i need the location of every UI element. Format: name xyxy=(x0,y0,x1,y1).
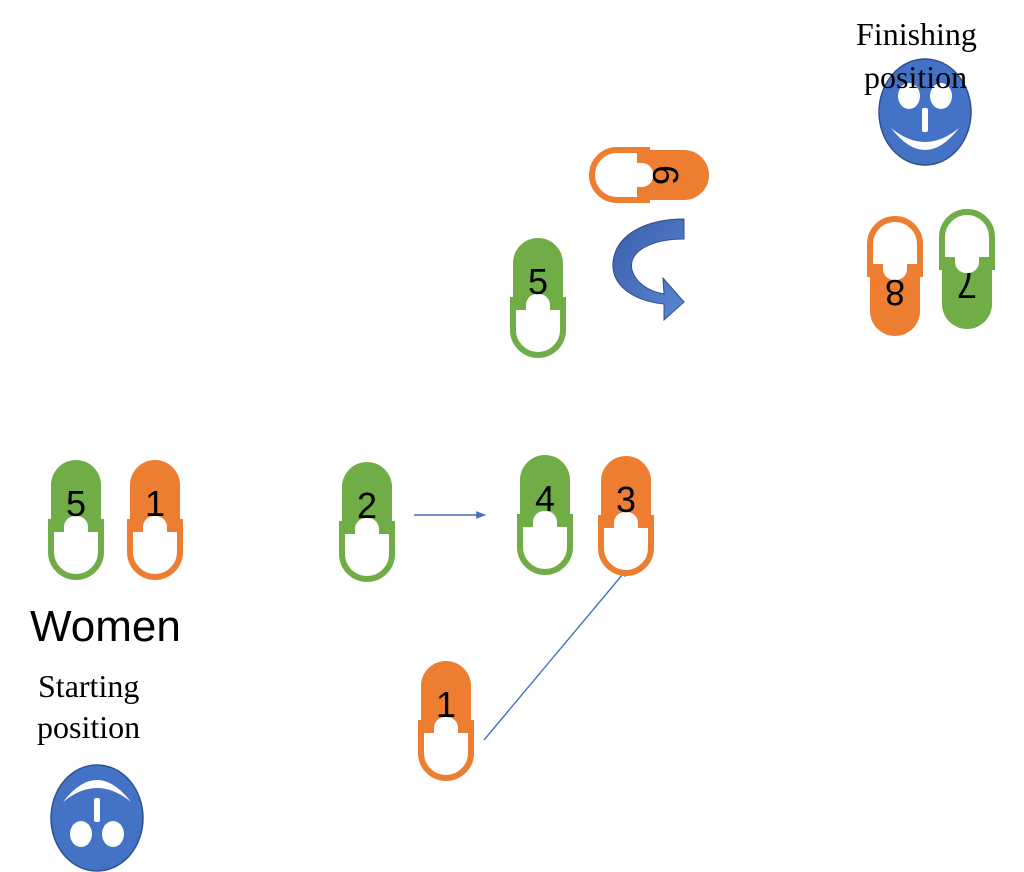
footprint-sole xyxy=(513,238,563,310)
finishing-label-line1: Finishing xyxy=(856,16,977,52)
footprint-instep xyxy=(623,163,653,187)
footprint-number: 8 xyxy=(885,272,905,313)
footprint-number: 7 xyxy=(957,265,977,306)
footprint-step-8: 8 xyxy=(867,216,923,336)
footprint-sole xyxy=(421,661,471,733)
footprint-number: 5 xyxy=(66,483,86,524)
footprint-instep xyxy=(64,516,88,546)
footprint-heel xyxy=(598,515,654,576)
footprint-sole xyxy=(342,462,392,534)
footprint-heel xyxy=(510,297,566,358)
footprint-start-left: 5 xyxy=(48,460,104,580)
footprint-instep xyxy=(614,512,638,542)
footprint-number: 2 xyxy=(357,485,377,526)
footprint-sole xyxy=(51,460,101,532)
finishing-face-icon xyxy=(878,58,972,166)
footprint-step-2: 2 xyxy=(339,462,395,582)
footprint-number: 1 xyxy=(145,483,165,524)
footprint-instep xyxy=(143,516,167,546)
footprint-heel xyxy=(339,521,395,582)
footprint-instep xyxy=(533,511,557,541)
footprint-instep xyxy=(883,250,907,280)
footprint-instep xyxy=(355,518,379,548)
footprint-sole xyxy=(601,456,651,528)
footprint-step-3: 3 xyxy=(598,456,654,576)
footprint-number: 4 xyxy=(535,478,555,519)
footprint-heel xyxy=(867,216,923,277)
footprint-heel xyxy=(418,720,474,781)
footprint-instep xyxy=(955,243,979,273)
footprint-sole xyxy=(870,264,920,336)
footprint-heel xyxy=(589,147,650,203)
step-arrow-1-to-3 xyxy=(483,567,629,741)
starting-face-icon xyxy=(50,764,144,872)
footprint-heel xyxy=(127,519,183,580)
footprint-sole xyxy=(942,257,992,329)
footprint-heel xyxy=(48,519,104,580)
women-label: Women xyxy=(30,602,181,651)
footprint-instep xyxy=(434,717,458,747)
footprint-number: 1 xyxy=(436,684,456,725)
footprint-heel xyxy=(939,209,995,270)
curved-turn-arrow-icon xyxy=(612,218,685,322)
footprint-heel xyxy=(517,514,573,575)
footprint-sole xyxy=(637,150,709,200)
footprint-start-right: 1 xyxy=(127,460,183,580)
starting-label-line2: position xyxy=(37,709,141,745)
footprint-step-1: 1 xyxy=(418,661,474,781)
footprint-step-6: 6 xyxy=(589,147,709,203)
finishing-label-line2: position xyxy=(864,59,968,95)
footprint-number: 6 xyxy=(645,165,686,185)
footprint-number: 3 xyxy=(616,479,636,520)
footprint-number: 5 xyxy=(528,261,548,302)
footprint-instep xyxy=(526,294,550,324)
starting-label-line1: Starting xyxy=(38,668,140,704)
footprint-step-7: 7 xyxy=(939,209,995,329)
footprint-step-5: 5 xyxy=(510,238,566,358)
footprint-sole xyxy=(520,455,570,527)
footprint-sole xyxy=(130,460,180,532)
footprint-step-4: 4 xyxy=(517,455,573,575)
